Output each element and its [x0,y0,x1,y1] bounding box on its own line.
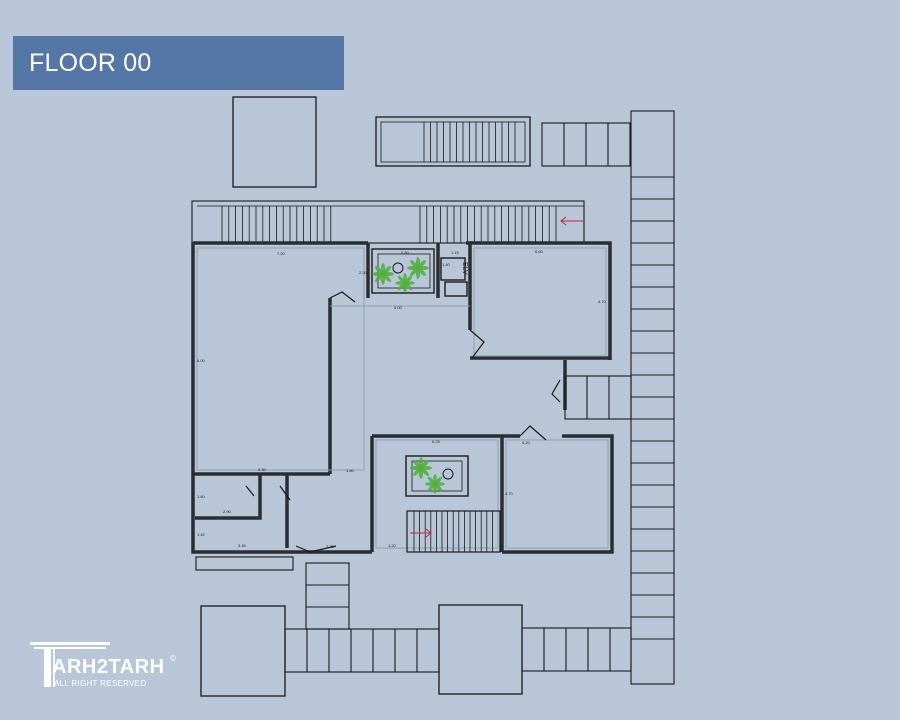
dim-label: 1.80 [346,468,355,473]
stair-top [375,116,531,167]
dim-label: 7.20 [277,251,286,256]
dim-label: 4.20 [522,440,531,445]
plant-icon [425,474,445,494]
copyright-symbol: © [170,654,176,663]
walkway-right [630,110,675,685]
floor-title: FLOOR 00 [29,48,152,77]
tarh2tarh-logo: ARH2TARH © ALL RIGHT RESERVED [30,640,190,690]
dim-label: 5.30 [258,467,267,472]
steps-bottom-vertical [305,562,350,630]
steps-right-side [564,375,632,420]
elevator-label: ELV [461,262,468,275]
dim-label: 6.25 [432,439,441,444]
dim-label: 1.40 [442,262,451,267]
plant-icon [410,457,432,479]
dim-label: 5.00 [394,305,403,310]
dim-label: 2.90 [223,509,232,514]
dim-label: 3.45 [238,543,247,548]
logo-emblem [30,642,110,687]
stair-interior [406,510,501,553]
dim-label: 1.15 [451,250,460,255]
dim-label: 6.60 [535,249,544,254]
steps-top-right [541,122,631,167]
planter-bottom [405,455,469,497]
floor-title-banner: FLOOR 00 [13,36,344,90]
plant-icon [407,257,429,279]
dim-label: 0.80 [401,250,410,255]
dim-label: 1.42 [197,532,206,537]
building-walls [191,241,614,554]
pavilion-top-left [232,96,317,188]
pavilion-bottom-left [200,605,286,697]
logo-brand: ARH2TARH [52,656,165,678]
dim-label: 4.70 [598,299,607,304]
walkway-bottom [284,627,632,673]
dim-label: 4.70 [505,491,514,496]
stair-long-top [191,200,585,244]
interior-lines [196,247,609,549]
dim-label: 2.30 [359,270,368,275]
dim-label: 1.20 [388,543,397,548]
plants [372,257,445,494]
dim-label: 6.00 [197,358,206,363]
plant-icon [395,273,415,293]
elevator-block [440,257,468,297]
doors [245,291,561,553]
pavilion-bottom-center [438,604,523,695]
dim-label: 3.35 [326,544,335,549]
logo-rights: ALL RIGHT RESERVED [54,679,147,688]
dimension-labels: 7.20 6.60 6.00 4.70 4.70 5.30 6.25 4.20 … [197,249,607,549]
plant-icon [372,263,394,285]
dim-label: 1.80 [197,494,206,499]
bench-bottom [195,556,294,571]
